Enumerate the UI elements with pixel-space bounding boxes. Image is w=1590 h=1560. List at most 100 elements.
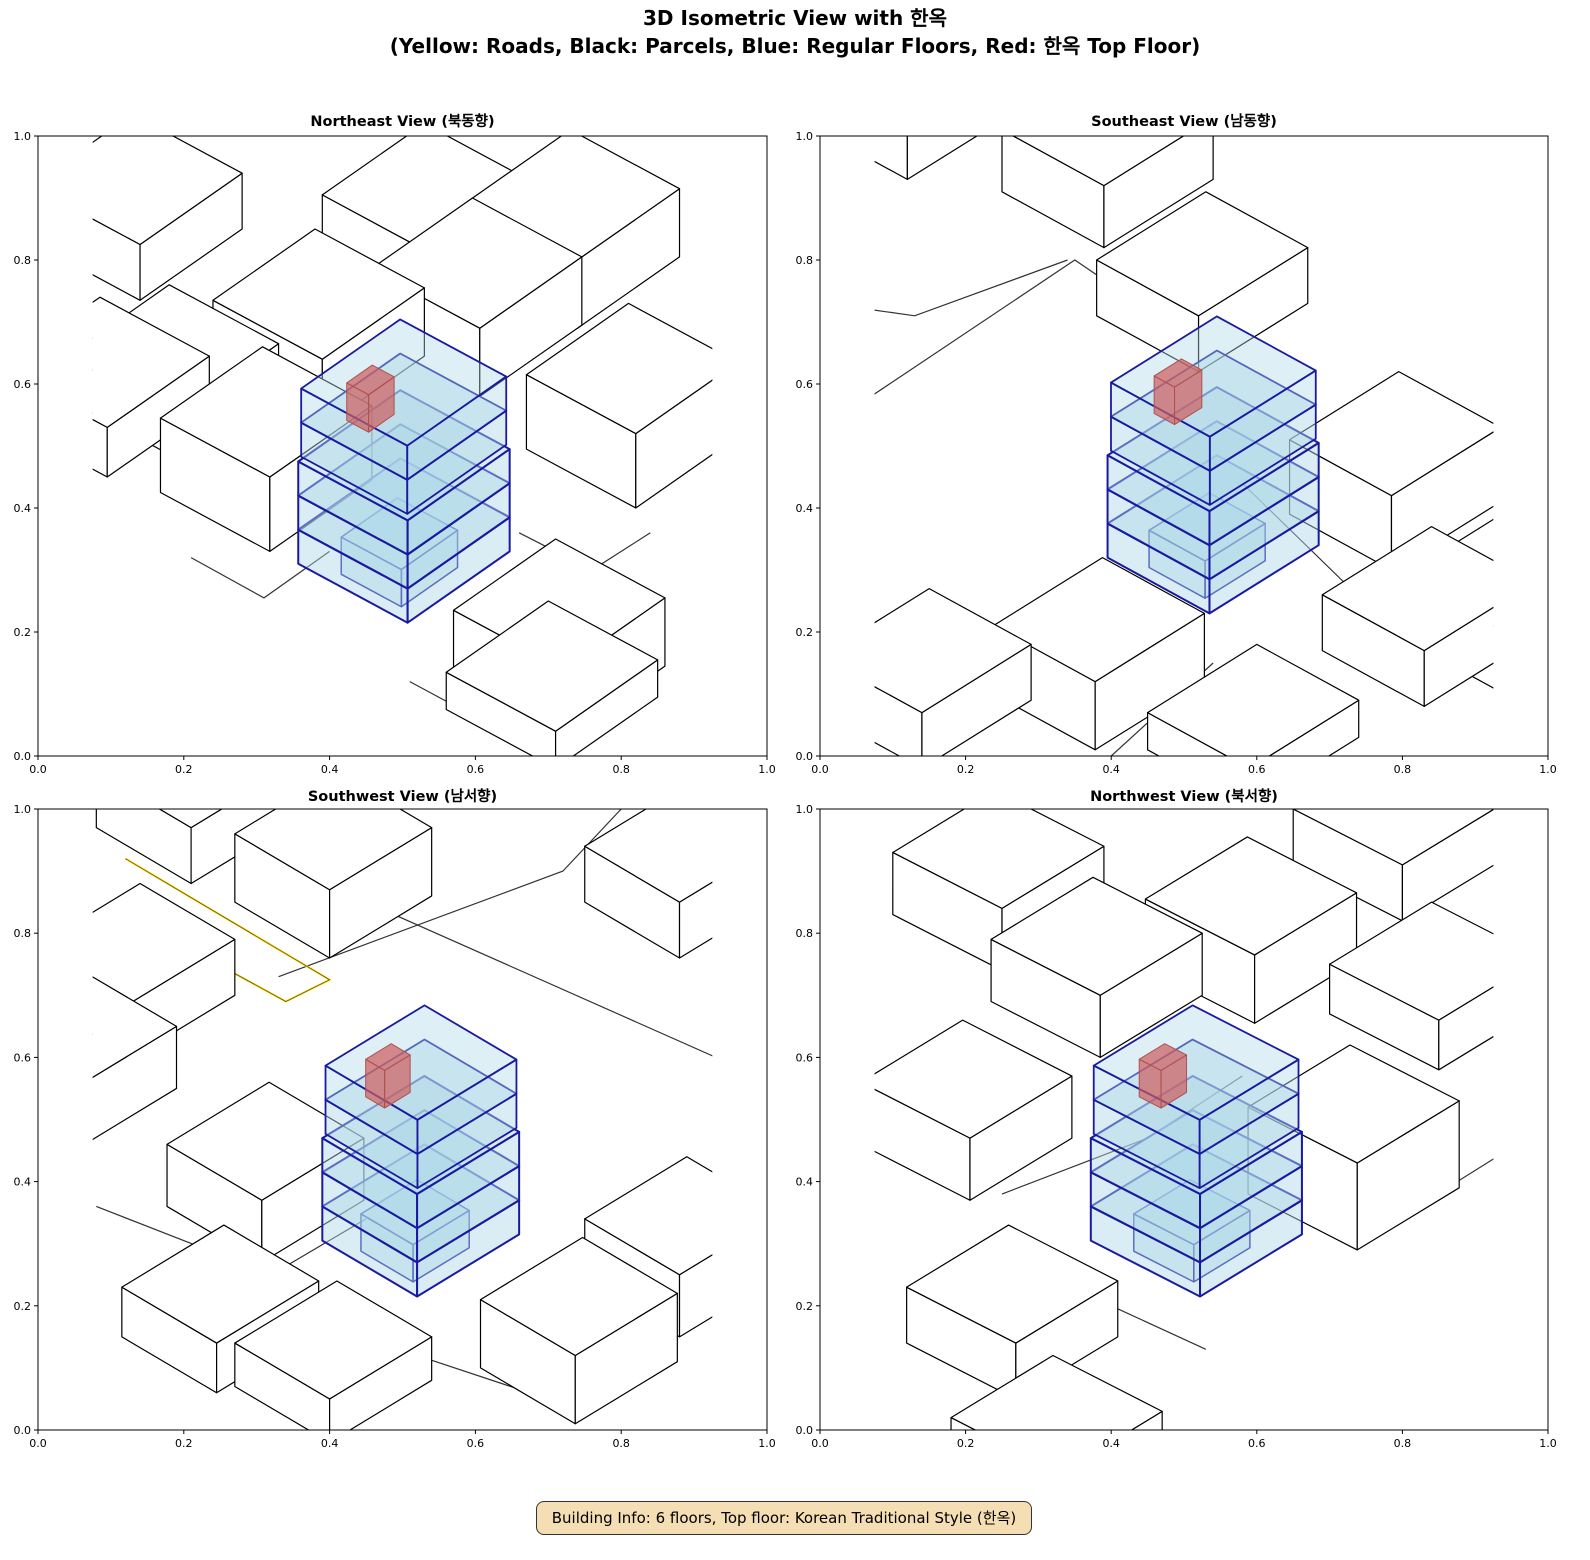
building-face <box>121 1224 320 1344</box>
x-tick-label: 0.4 <box>321 763 339 776</box>
x-tick-label: 0.6 <box>467 763 485 776</box>
building-face <box>1504 564 1590 694</box>
subplot-title-northeast: Northeast View (북동향) <box>310 114 495 130</box>
building-face <box>212 228 425 360</box>
axes-frame <box>37 808 768 1431</box>
building-face <box>234 1280 433 1400</box>
y-tick-label: 0.6 <box>14 378 32 391</box>
building-face <box>525 302 713 435</box>
y-tick-label: 1.0 <box>796 130 814 143</box>
building-face <box>1096 191 1309 317</box>
title-line-1: 3D Isometric View with 한옥 <box>643 6 947 30</box>
x-tick-label: 0.2 <box>175 763 193 776</box>
x-tick-label: 1.0 <box>758 763 776 776</box>
parcel-line <box>365 901 713 1057</box>
y-tick-label: 1.0 <box>14 130 32 143</box>
y-tick-label: 0.0 <box>796 1424 814 1437</box>
building-face <box>159 346 373 478</box>
y-tick-label: 0.2 <box>14 626 32 639</box>
y-tick-label: 0.0 <box>14 750 32 763</box>
building-face <box>1423 606 1494 708</box>
y-tick-label: 0.4 <box>14 502 32 515</box>
building-face <box>1438 986 1494 1071</box>
building-face <box>158 809 223 829</box>
building-face <box>479 1236 678 1357</box>
x-tick-label: 0.8 <box>1394 1437 1412 1450</box>
parcel-line <box>1110 1305 1207 1350</box>
building-face <box>906 136 978 181</box>
y-tick-label: 0.4 <box>14 1176 32 1189</box>
y-tick-label: 1.0 <box>796 803 814 816</box>
plot-content <box>0 809 713 1430</box>
building-face <box>0 1033 74 1151</box>
title-line-2: (Yellow: Roads, Black: Parcels, Blue: Re… <box>389 34 1201 58</box>
hanok-top-floor-face <box>1138 1043 1188 1071</box>
subplot-title-northwest: Northwest View (북서향) <box>1090 789 1278 805</box>
x-tick-label: 1.0 <box>1539 763 1557 776</box>
y-tick-label: 0.6 <box>14 1051 32 1064</box>
parcel-line <box>874 259 1068 317</box>
figure-title: 3D Isometric View with 한옥 (Yellow: Roads… <box>0 4 1590 60</box>
podium-floor-face <box>1133 1178 1251 1246</box>
y-tick-label: 0.2 <box>14 1300 32 1313</box>
building-face <box>678 881 713 959</box>
y-tick-label: 1.0 <box>14 803 32 816</box>
axes-frame <box>819 135 1549 757</box>
x-tick-label: 0.0 <box>29 763 47 776</box>
x-tick-label: 0.0 <box>811 763 829 776</box>
regular-floor-face <box>1089 1075 1303 1196</box>
building-face <box>584 1156 713 1276</box>
building-face <box>1321 526 1494 652</box>
building-face <box>445 600 659 732</box>
building-face <box>92 976 178 1079</box>
building-face <box>892 809 1105 909</box>
y-tick-label: 0.4 <box>796 502 814 515</box>
building-face <box>950 1354 1163 1430</box>
x-tick-label: 0.4 <box>321 1437 339 1450</box>
plot-content <box>874 136 1590 756</box>
parcel-line <box>190 550 330 599</box>
subplot-title-southwest: Southwest View (남서향) <box>307 789 498 805</box>
x-tick-label: 0.6 <box>467 1437 485 1450</box>
building-face <box>584 809 713 903</box>
x-tick-label: 0.6 <box>1248 1437 1266 1450</box>
building-face <box>1329 901 1494 1021</box>
building-face <box>950 1416 977 1430</box>
x-tick-label: 0.8 <box>1394 763 1412 776</box>
x-tick-label: 0.2 <box>957 763 975 776</box>
hanok-top-floor-face <box>1153 358 1203 388</box>
plot-content <box>92 136 713 756</box>
building-face <box>1012 136 1185 187</box>
building-face <box>906 1224 1119 1344</box>
x-tick-label: 0.4 <box>1102 763 1120 776</box>
y-tick-label: 0.0 <box>796 750 814 763</box>
y-tick-label: 0.8 <box>14 927 32 940</box>
building-face <box>1103 136 1214 249</box>
building-face <box>166 1081 365 1201</box>
x-tick-label: 0.8 <box>612 763 630 776</box>
building-face <box>678 1254 713 1338</box>
x-tick-label: 1.0 <box>1539 1437 1557 1450</box>
building-face <box>1147 643 1360 756</box>
building-face <box>635 379 713 509</box>
x-tick-label: 0.4 <box>1102 1437 1120 1450</box>
hanok-top-floor-face <box>365 1043 411 1071</box>
building-face <box>1401 809 1494 922</box>
x-tick-label: 1.0 <box>758 1437 776 1450</box>
regular-floor-face <box>1106 386 1320 513</box>
building-face <box>874 1019 1073 1139</box>
y-tick-label: 0.8 <box>796 927 814 940</box>
building-face <box>1144 836 1358 956</box>
building-face <box>990 876 1203 996</box>
x-tick-label: 0.8 <box>612 1437 630 1450</box>
building-face <box>874 588 1032 714</box>
regular-floor-face <box>321 1075 521 1196</box>
axes-frame <box>37 135 768 757</box>
hanok-top-floor-face <box>346 364 395 396</box>
axes-frame <box>819 808 1549 1431</box>
